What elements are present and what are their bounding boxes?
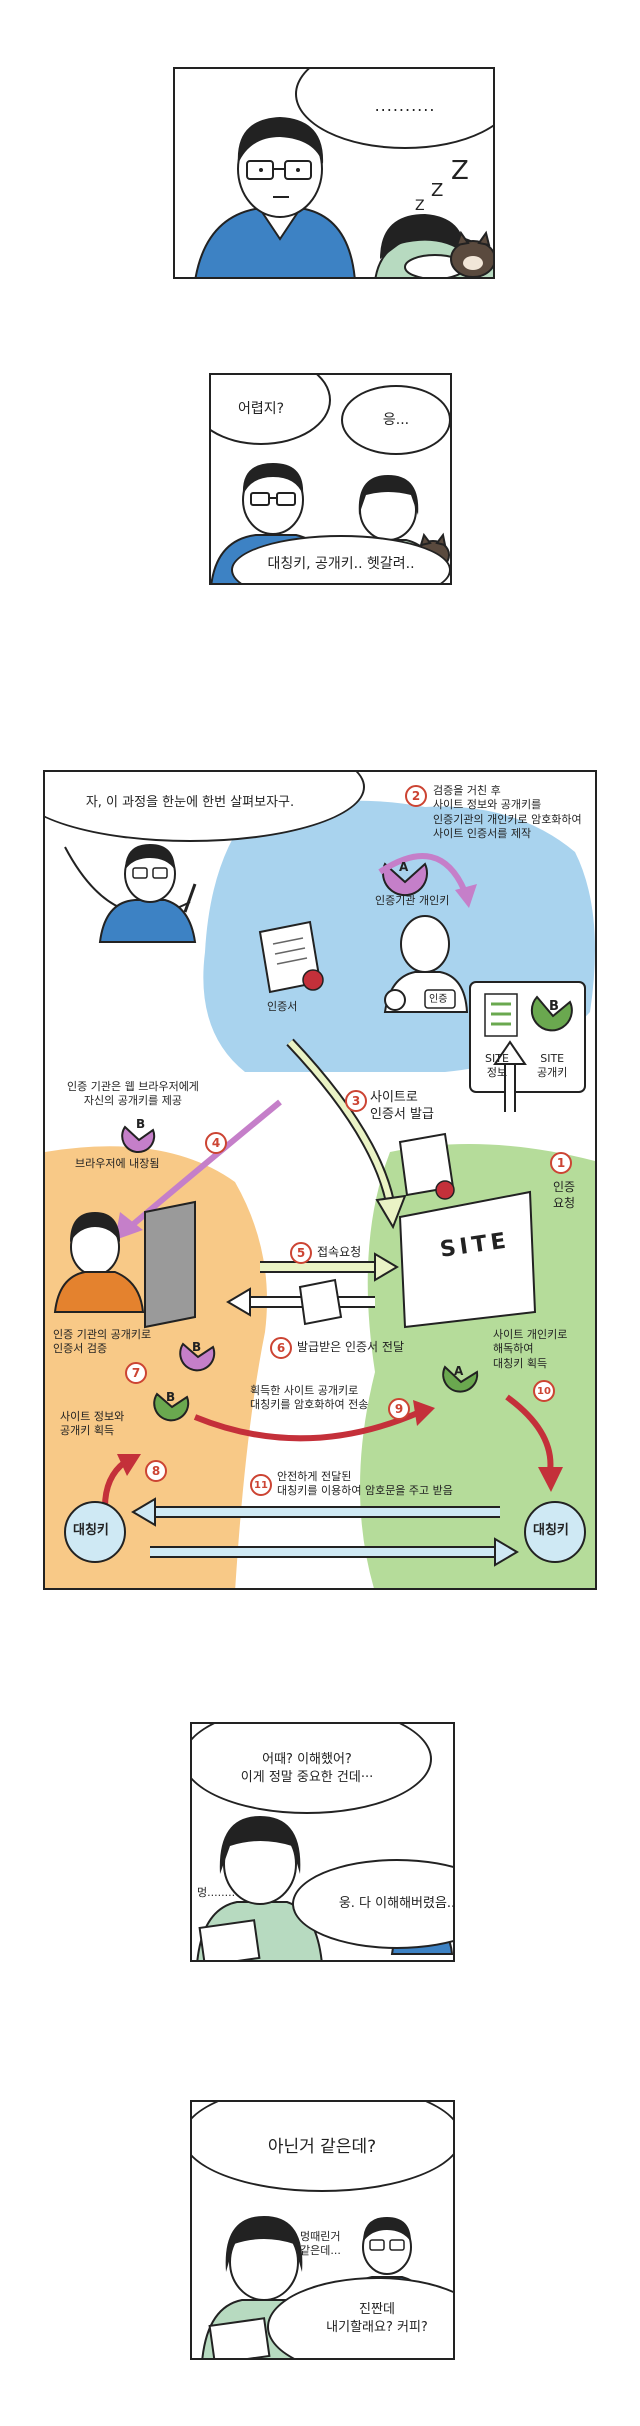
step5-text: 접속요청 <box>317 1245 362 1259</box>
speech-bubble-confused: 대칭키, 공개키.. 헷갈려.. <box>231 535 450 583</box>
step-number-11: 11 <box>250 1474 272 1496</box>
step-number-1: 1 <box>550 1152 572 1174</box>
site-private-key-icon <box>442 1365 479 1393</box>
browser-ca-key-icon <box>179 1342 216 1372</box>
ca-person <box>383 915 469 1013</box>
speech-bubble-answer: 웅. 다 이해해버렸음.. <box>292 1859 455 1949</box>
snore-z-2: Z <box>431 180 444 201</box>
computer-monitor-icon <box>144 1200 196 1329</box>
snore-z-1: Z <box>415 198 425 214</box>
ca-pubkey-letter: B <box>136 1117 146 1131</box>
bubble-text: 대칭키, 공개키.. 헷갈려.. <box>267 556 415 572</box>
site-decrypt-text: 사이트 개인키로 해독하여 대칭키 획득 <box>493 1328 568 1370</box>
verify-text: 인증 기관의 공개키로 인증서 검증 <box>53 1328 152 1356</box>
bubble-text: 웅. 다 이해해버렸음.. <box>338 1896 455 1912</box>
site-symkey-icon <box>524 1501 586 1563</box>
ca-private-key-icon <box>382 862 428 897</box>
bubble-text: 어렵지? <box>237 400 285 417</box>
step2-text: 검증을 거친 후 사이트 정보와 공개키를 인증기관의 개인키로 암호화하여 사… <box>433 784 582 840</box>
bubble-text: 진짠데 내기할래요? 커피? <box>326 2302 428 2335</box>
browser-site-key-letter: B <box>166 1390 176 1404</box>
panel-5: 아닌거 같은데? 멍때린거 같은데... 진짠데 내기할래요? 커피? <box>190 2100 455 2360</box>
cat-icon <box>450 230 493 277</box>
site-building-icon <box>398 1190 537 1329</box>
site-symkey-label: 대칭키 <box>533 1523 569 1538</box>
speech-bubble-question: 아닌거 같은데? <box>192 2102 453 2192</box>
step6-text: 발급받은 인증서 전달 <box>297 1340 404 1354</box>
step3-text: 사이트로 인증서 발급 <box>370 1090 434 1122</box>
certificate-in-transit-icon <box>298 1278 343 1326</box>
step1-text: 인증 요청 <box>553 1180 576 1210</box>
site-pubkey-icon <box>530 995 573 1032</box>
step-number-5: 5 <box>290 1242 312 1264</box>
panel-4: 어때? 이해했어? 이게 정말 중요한 건데··· 멍........ 웅. 다… <box>190 1722 455 1962</box>
bubble-text: 아닌거 같은데? <box>267 2136 377 2157</box>
panel-1: .......... Z Z Z <box>173 67 495 279</box>
browser-user <box>53 1212 145 1313</box>
panel-1-art <box>194 117 493 277</box>
site-pubkey-label: SITE 공개키 <box>537 1052 568 1080</box>
seal-label: 인증 <box>429 994 448 1005</box>
step9-text: 획득한 사이트 공개키로 대칭키를 암호화하여 전송 <box>250 1384 369 1412</box>
step-number-6: 6 <box>270 1337 292 1359</box>
step-number-4: 4 <box>205 1132 227 1154</box>
bubble-text: 어때? 이해했어? 이게 정말 중요한 건데··· <box>240 1752 374 1785</box>
speech-bubble-answer: 응... <box>341 385 450 455</box>
certificate-label: 인증서 <box>267 1000 298 1013</box>
speech-bubble-question: 어때? 이해했어? 이게 정말 중요한 건데··· <box>192 1724 432 1814</box>
blank-stare-text: 멍때린거 같은데... <box>300 2230 341 2258</box>
step-number-2: 2 <box>405 785 427 807</box>
step11-text: 안전하게 전달된 대칭키를 이용하여 암호문을 주고 받음 <box>277 1470 453 1498</box>
intro-text: 자, 이 과정을 한눈에 한번 살펴보자구. <box>85 795 295 811</box>
step-number-9: 9 <box>388 1398 410 1420</box>
certificate-icon <box>258 920 324 994</box>
diagram-art <box>45 800 595 1588</box>
snore-z-3: Z <box>451 156 469 186</box>
step-number-10: 10 <box>533 1380 555 1402</box>
step-number-3: 3 <box>345 1090 367 1112</box>
woman-character <box>196 1816 323 1960</box>
step-number-8: 8 <box>145 1460 167 1482</box>
blank-stare-text: 멍........ <box>197 1886 236 1899</box>
man-character <box>194 117 356 277</box>
site-info-label: SITE 정보 <box>485 1052 509 1080</box>
browser-symkey-label: 대칭키 <box>73 1523 109 1538</box>
browser-ca-key-letter: B <box>192 1340 202 1354</box>
builtin-text: 브라우저에 내장됨 <box>75 1157 160 1170</box>
ca-public-key-icon <box>121 1125 156 1153</box>
man-pointing <box>98 844 197 943</box>
site-pubkey-letter: B <box>549 999 559 1014</box>
browser-symkey-icon <box>64 1501 126 1563</box>
ca-private-key-label: 인증기관 개인키 <box>375 894 450 907</box>
browser-site-pubkey-icon <box>153 1392 190 1422</box>
step-number-7: 7 <box>125 1362 147 1384</box>
panel-diagram: 자, 이 과정을 한눈에 한번 살펴보자구. 2 검증을 거친 후 사이트 정보… <box>43 770 597 1590</box>
bubble-text: .......... <box>374 96 436 116</box>
site-private-key-letter: A <box>454 1364 464 1378</box>
ca-private-key-letter: A <box>399 860 409 874</box>
panel-2: 어렵지? 응... 대칭키, 공개키.. 헷갈려.. <box>209 373 452 585</box>
ca-to-browser-text: 인증 기관은 웹 브라우저에게 자신의 공개키를 제공 <box>67 1080 199 1108</box>
get-info-text: 사이트 정보와 공개키 획득 <box>60 1410 125 1438</box>
bubble-text: 응... <box>382 411 410 428</box>
